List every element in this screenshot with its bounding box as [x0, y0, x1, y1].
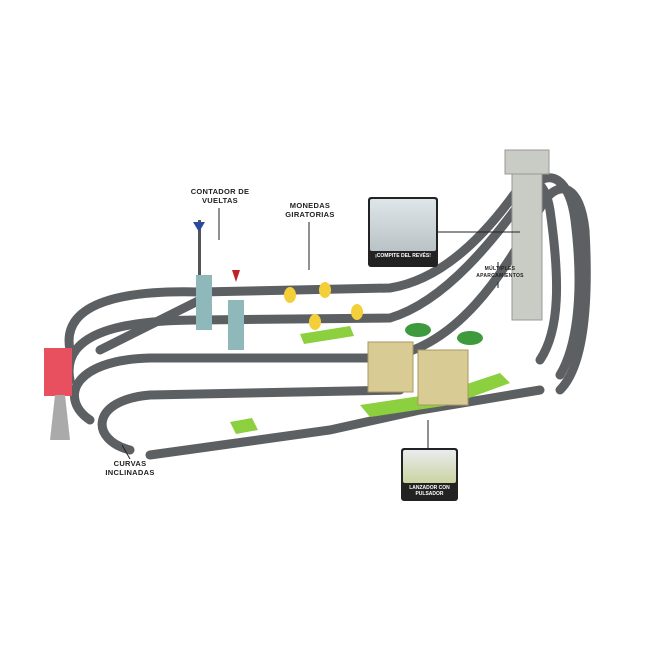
- label-multiple-parking: MÚLTIPLES APARCAMIENTOS: [476, 266, 524, 279]
- inset-caption: LANZADOR CON PULSADOR: [409, 485, 450, 497]
- castle-blocks: [367, 341, 469, 406]
- callout-lines: [121, 208, 520, 460]
- label-lap-counter: CONTADOR DE VUELTAS: [190, 187, 250, 205]
- inset-caption: ¡COMPITE DEL REVÉS!: [375, 253, 431, 259]
- inset-image: [403, 450, 456, 483]
- lap-counter-towers: [193, 220, 244, 350]
- label-banked-curves: CURVAS INCLINADAS: [105, 459, 155, 477]
- inset-launcher: LANZADOR CON PULSADOR: [401, 448, 458, 501]
- track-loops: [64, 173, 591, 460]
- pipes: [405, 323, 483, 345]
- label-spinning-coins: MONEDAS GIRATORIAS: [285, 201, 335, 219]
- inset-upside-down: ¡COMPITE DEL REVÉS!: [368, 197, 438, 267]
- tower: [504, 149, 550, 321]
- inset-image: [370, 199, 436, 251]
- spinning-coins: [284, 282, 363, 330]
- finish-sign: [44, 348, 72, 440]
